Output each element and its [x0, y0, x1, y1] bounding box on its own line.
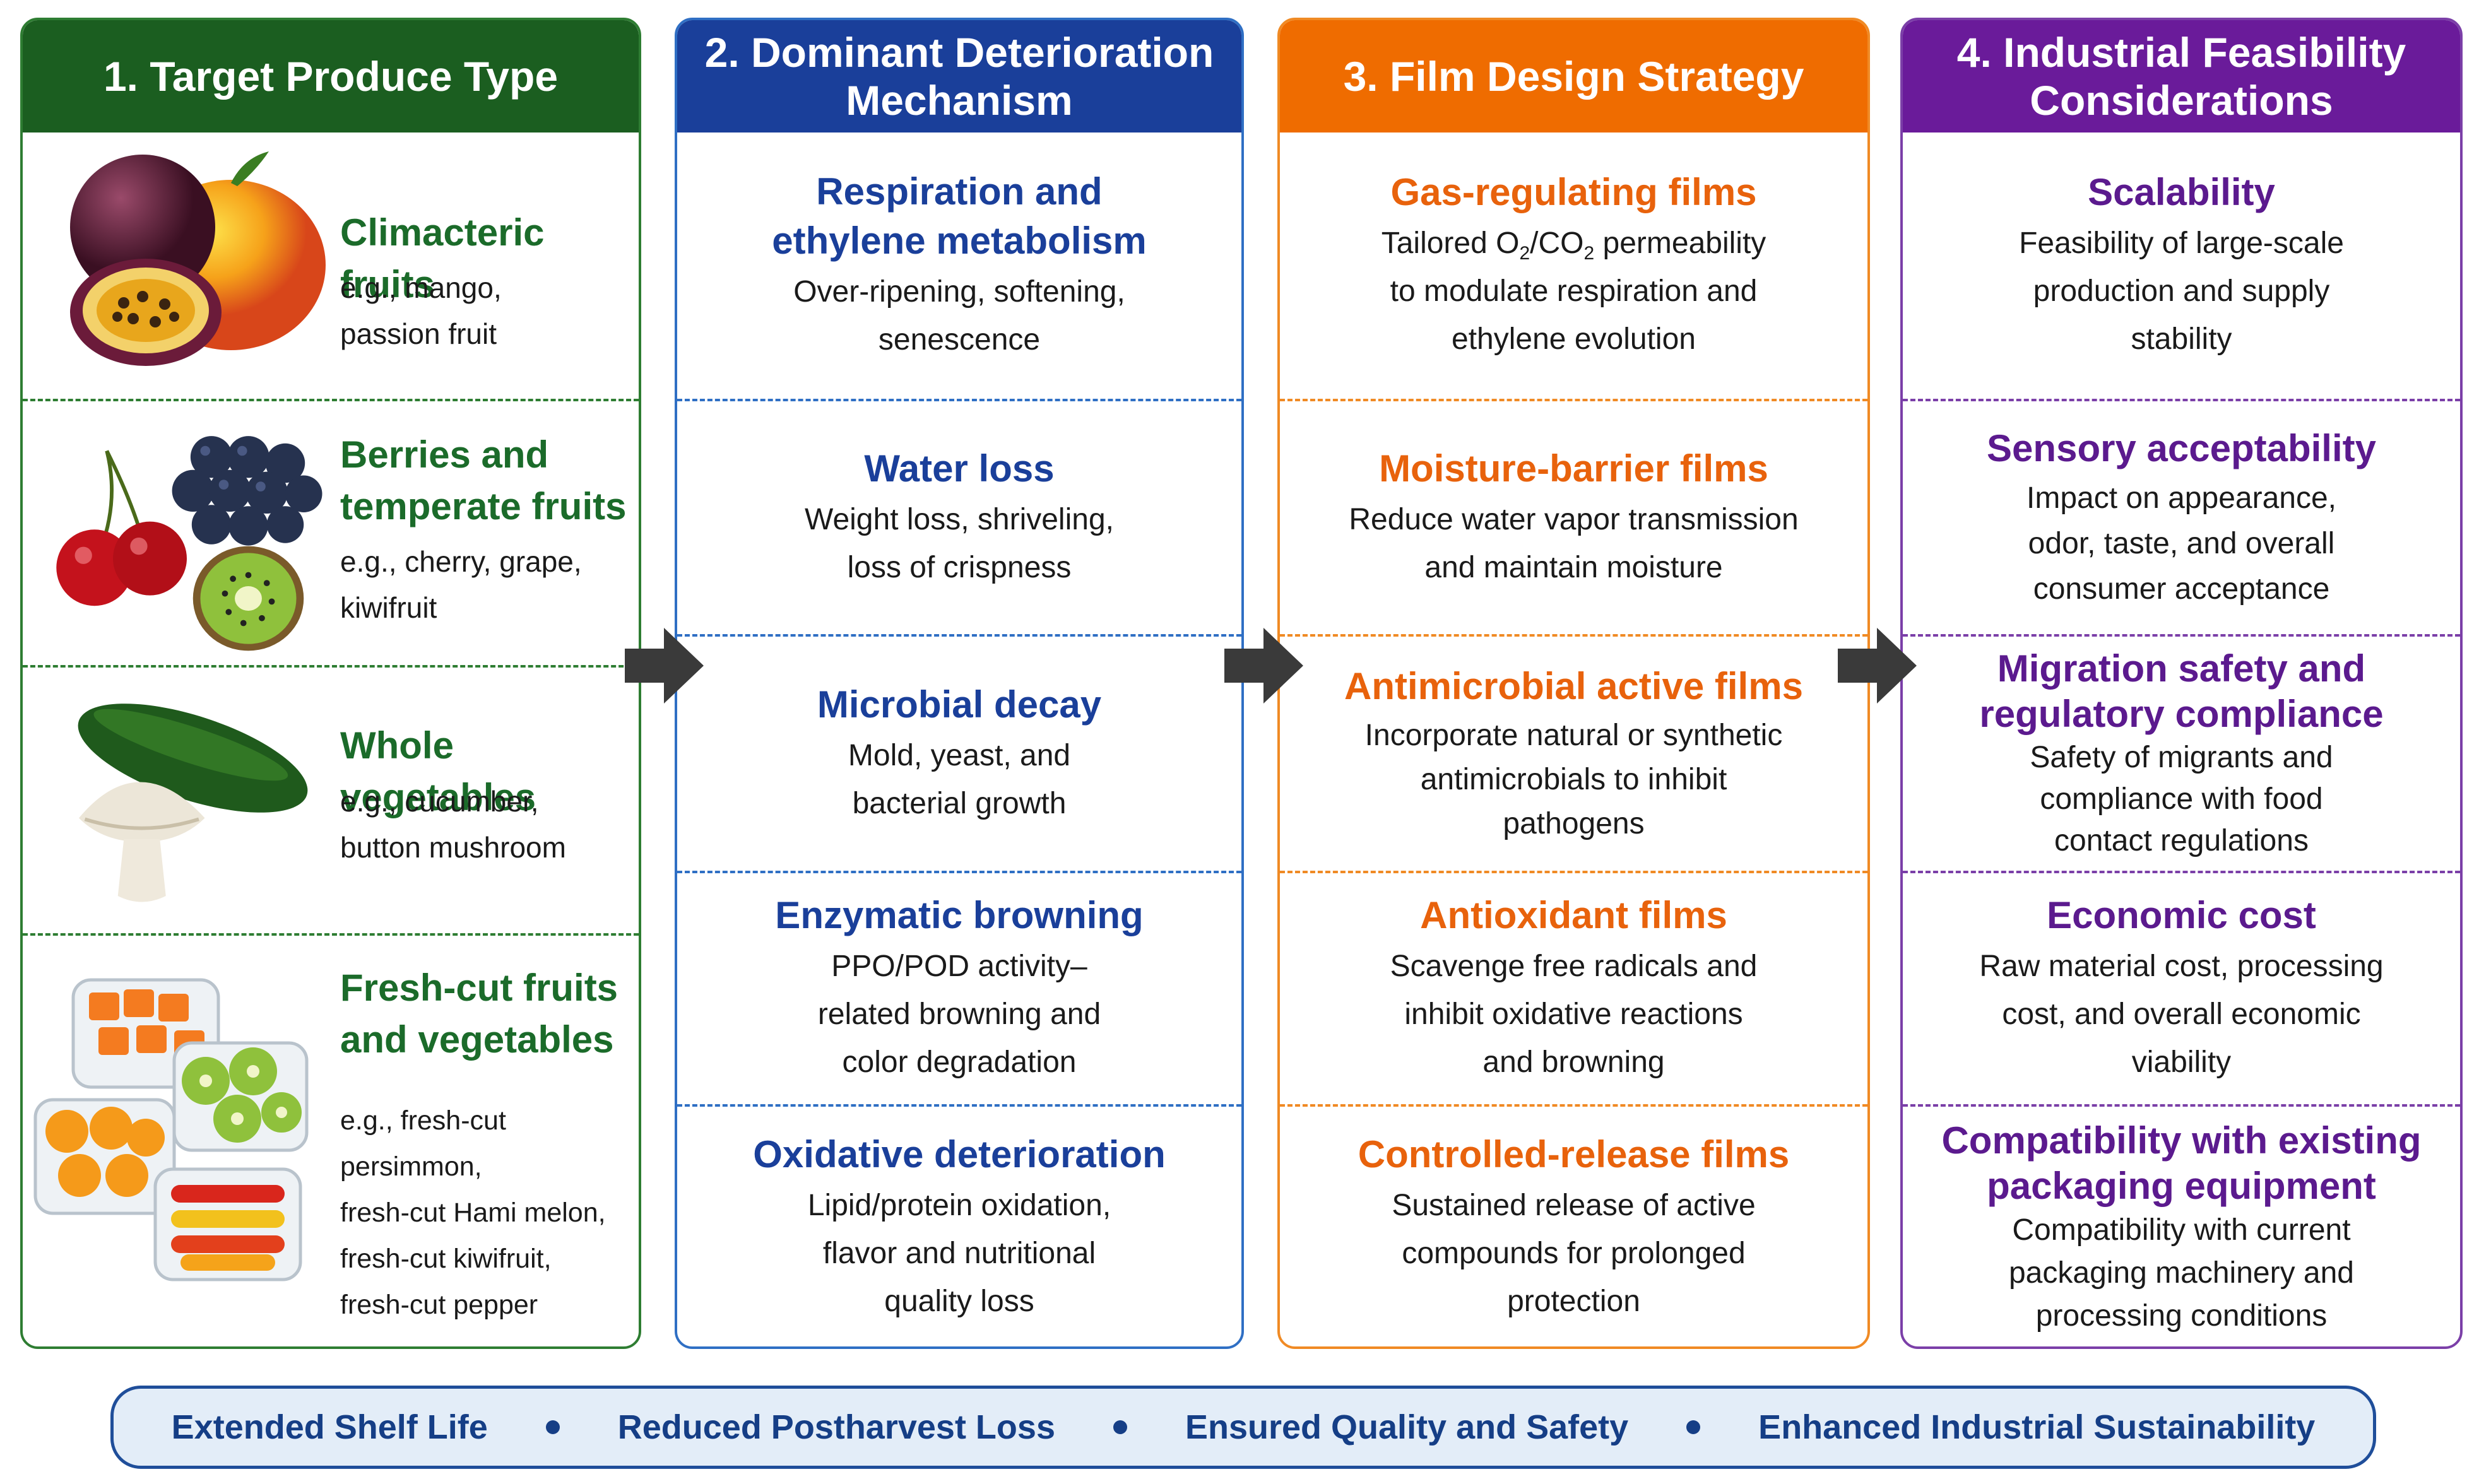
feasibility-title: Sensory acceptability	[1987, 427, 2376, 469]
produce-title: Fresh-cut fruits and vegetables	[340, 967, 618, 1061]
strategy-desc: Scavenge free radicals and inhibit oxida…	[1390, 950, 1758, 1079]
column-film-design: 3. Film Design Strategy Gas-regulating f…	[1277, 18, 1870, 1349]
mechanism-title: Microbial decay	[817, 683, 1102, 726]
strategy-cell: Moisture-barrier films Reduce water vapo…	[1280, 399, 1867, 634]
mechanism-desc: PPO/POD activity– related browning and c…	[817, 950, 1101, 1079]
feasibility-desc: Feasibility of large-scale production an…	[2019, 227, 2344, 356]
column-header: 2. Dominant Deterioration Mechanism	[677, 20, 1241, 132]
produce-title: Berries and temperate fruits	[340, 433, 627, 527]
column-header: 3. Film Design Strategy	[1280, 20, 1867, 132]
column-produce-type: 1. Target Produce Type Climacteric fruit…	[20, 18, 641, 1349]
feasibility-cell: Economic cost Raw material cost, process…	[1903, 871, 2460, 1104]
mango-passion-fruit-image	[70, 151, 326, 366]
produce-desc: e.g., cherry, grape, kiwifruit	[340, 545, 582, 624]
column-industrial-feasibility: 4. Industrial Feasibility Considerations…	[1900, 18, 2463, 1349]
outcome-item: Ensured Quality and Safety	[1185, 1408, 1629, 1446]
strategy-title: Gas-regulating films	[1390, 171, 1757, 213]
bullet-dot-icon	[1113, 1420, 1127, 1434]
strategy-title: Antimicrobial active films	[1344, 664, 1803, 707]
produce-row-berries: Berries and temperate fruits e.g., cherr…	[23, 399, 639, 668]
mechanism-cell: Enzymatic browning PPO/POD activity– rel…	[677, 871, 1241, 1104]
strategy-title: Antioxidant films	[1420, 894, 1727, 936]
strategy-title: Moisture-barrier films	[1379, 447, 1768, 490]
mechanism-cell: Microbial decay Mold, yeast, and bacteri…	[677, 634, 1241, 871]
feasibility-cell: Migration safety and regulatory complian…	[1903, 634, 2460, 871]
strategy-desc: Reduce water vapor transmission and main…	[1349, 502, 1799, 584]
feasibility-title: Migration safety and regulatory complian…	[1979, 647, 2384, 735]
mechanism-cell: Oxidative deterioration Lipid/protein ox…	[677, 1104, 1241, 1346]
feasibility-desc: Compatibility with current packaging mac…	[2008, 1213, 2354, 1333]
strategy-cell: Controlled-release films Sustained relea…	[1280, 1104, 1867, 1346]
produce-desc: e.g., mango, passion fruit	[340, 271, 502, 350]
right-arrow-icon	[1224, 628, 1303, 704]
produce-row-fresh-cut: Fresh-cut fruits and vegetables e.g., fr…	[23, 933, 639, 1346]
strategy-desc: Sustained release of active compounds fo…	[1392, 1189, 1756, 1318]
mechanism-title: Water loss	[864, 447, 1055, 490]
feasibility-title: Economic cost	[2047, 894, 2316, 936]
produce-title: Whole vegetables	[340, 724, 536, 818]
subscript: 2	[1583, 243, 1595, 264]
mechanism-desc: Lipid/protein oxidation, flavor and nutr…	[807, 1189, 1111, 1318]
produce-desc: e.g., fresh-cut persimmon, fresh-cut Ham…	[340, 1105, 606, 1320]
mechanism-title: Oxidative deterioration	[753, 1133, 1166, 1175]
mechanism-desc: Weight loss, shriveling, loss of crispne…	[805, 502, 1114, 584]
strategy-desc-line1: Tailored O2/CO2 permeability	[1381, 220, 1766, 268]
column-deterioration-mechanism: 2. Dominant Deterioration Mechanism Resp…	[675, 18, 1244, 1349]
produce-row-climacteric: Climacteric fruits e.g., mango, passion …	[23, 132, 639, 399]
desc-part: /CO	[1530, 227, 1584, 260]
right-arrow-icon	[625, 628, 704, 704]
produce-title: Climacteric fruits	[340, 211, 545, 305]
outcome-item: Extended Shelf Life	[171, 1408, 488, 1446]
mechanism-title: Respiration and ethylene metabolism	[772, 170, 1147, 262]
outcome-item: Enhanced Industrial Sustainability	[1758, 1408, 2316, 1446]
feasibility-title: Scalability	[2088, 171, 2275, 213]
feasibility-cell: Compatibility with existing packaging eq…	[1903, 1104, 2460, 1346]
desc-part: permeability	[1594, 227, 1766, 260]
mechanism-cell: Respiration and ethylene metabolism Over…	[677, 132, 1241, 399]
desc-part: Tailored O	[1381, 227, 1520, 260]
fresh-cut-containers-image	[33, 978, 309, 1281]
feasibility-cell: Sensory acceptability Impact on appearan…	[1903, 399, 2460, 634]
mechanism-title: Enzymatic browning	[775, 894, 1144, 936]
cucumber-mushroom-image	[78, 704, 308, 902]
column-header: 4. Industrial Feasibility Considerations	[1903, 20, 2460, 132]
feasibility-title: Compatibility with existing packaging eq…	[1941, 1119, 2422, 1207]
bullet-dot-icon	[1686, 1420, 1701, 1434]
outcome-item: Reduced Postharvest Loss	[617, 1408, 1055, 1446]
strategy-cell: Gas-regulating films Tailored O2/CO2 per…	[1280, 132, 1867, 399]
feasibility-cell: Scalability Feasibility of large-scale p…	[1903, 132, 2460, 399]
feasibility-desc: Safety of migrants and compliance with f…	[2030, 740, 2333, 857]
produce-row-vegetables: Whole vegetables e.g., cucumber, button …	[23, 665, 639, 936]
strategy-desc: to modulate respiration and ethylene evo…	[1390, 274, 1758, 356]
strategy-desc: Incorporate natural or synthetic antimic…	[1364, 718, 1783, 840]
mechanism-cell: Water loss Weight loss, shriveling, loss…	[677, 399, 1241, 634]
cherry-grape-kiwi-image	[56, 436, 322, 651]
right-arrow-icon	[1838, 628, 1917, 704]
column-header: 1. Target Produce Type	[23, 20, 639, 132]
subscript: 2	[1519, 243, 1530, 264]
feasibility-desc: Raw material cost, processing cost, and …	[1979, 950, 2384, 1079]
strategy-cell: Antioxidant films Scavenge free radicals…	[1280, 871, 1867, 1104]
bullet-dot-icon	[545, 1420, 560, 1434]
feasibility-desc: Impact on appearance, odor, taste, and o…	[2026, 481, 2336, 606]
mechanism-desc: Mold, yeast, and bacterial growth	[848, 738, 1071, 820]
strategy-title: Controlled-release films	[1358, 1133, 1790, 1175]
outcomes-banner: Extended Shelf Life Reduced Postharvest …	[110, 1386, 2376, 1469]
mechanism-desc: Over-ripening, softening, senescence	[793, 275, 1125, 356]
strategy-cell: Antimicrobial active films Incorporate n…	[1280, 634, 1867, 871]
produce-desc: e.g., cucumber, button mushroom	[340, 785, 566, 864]
